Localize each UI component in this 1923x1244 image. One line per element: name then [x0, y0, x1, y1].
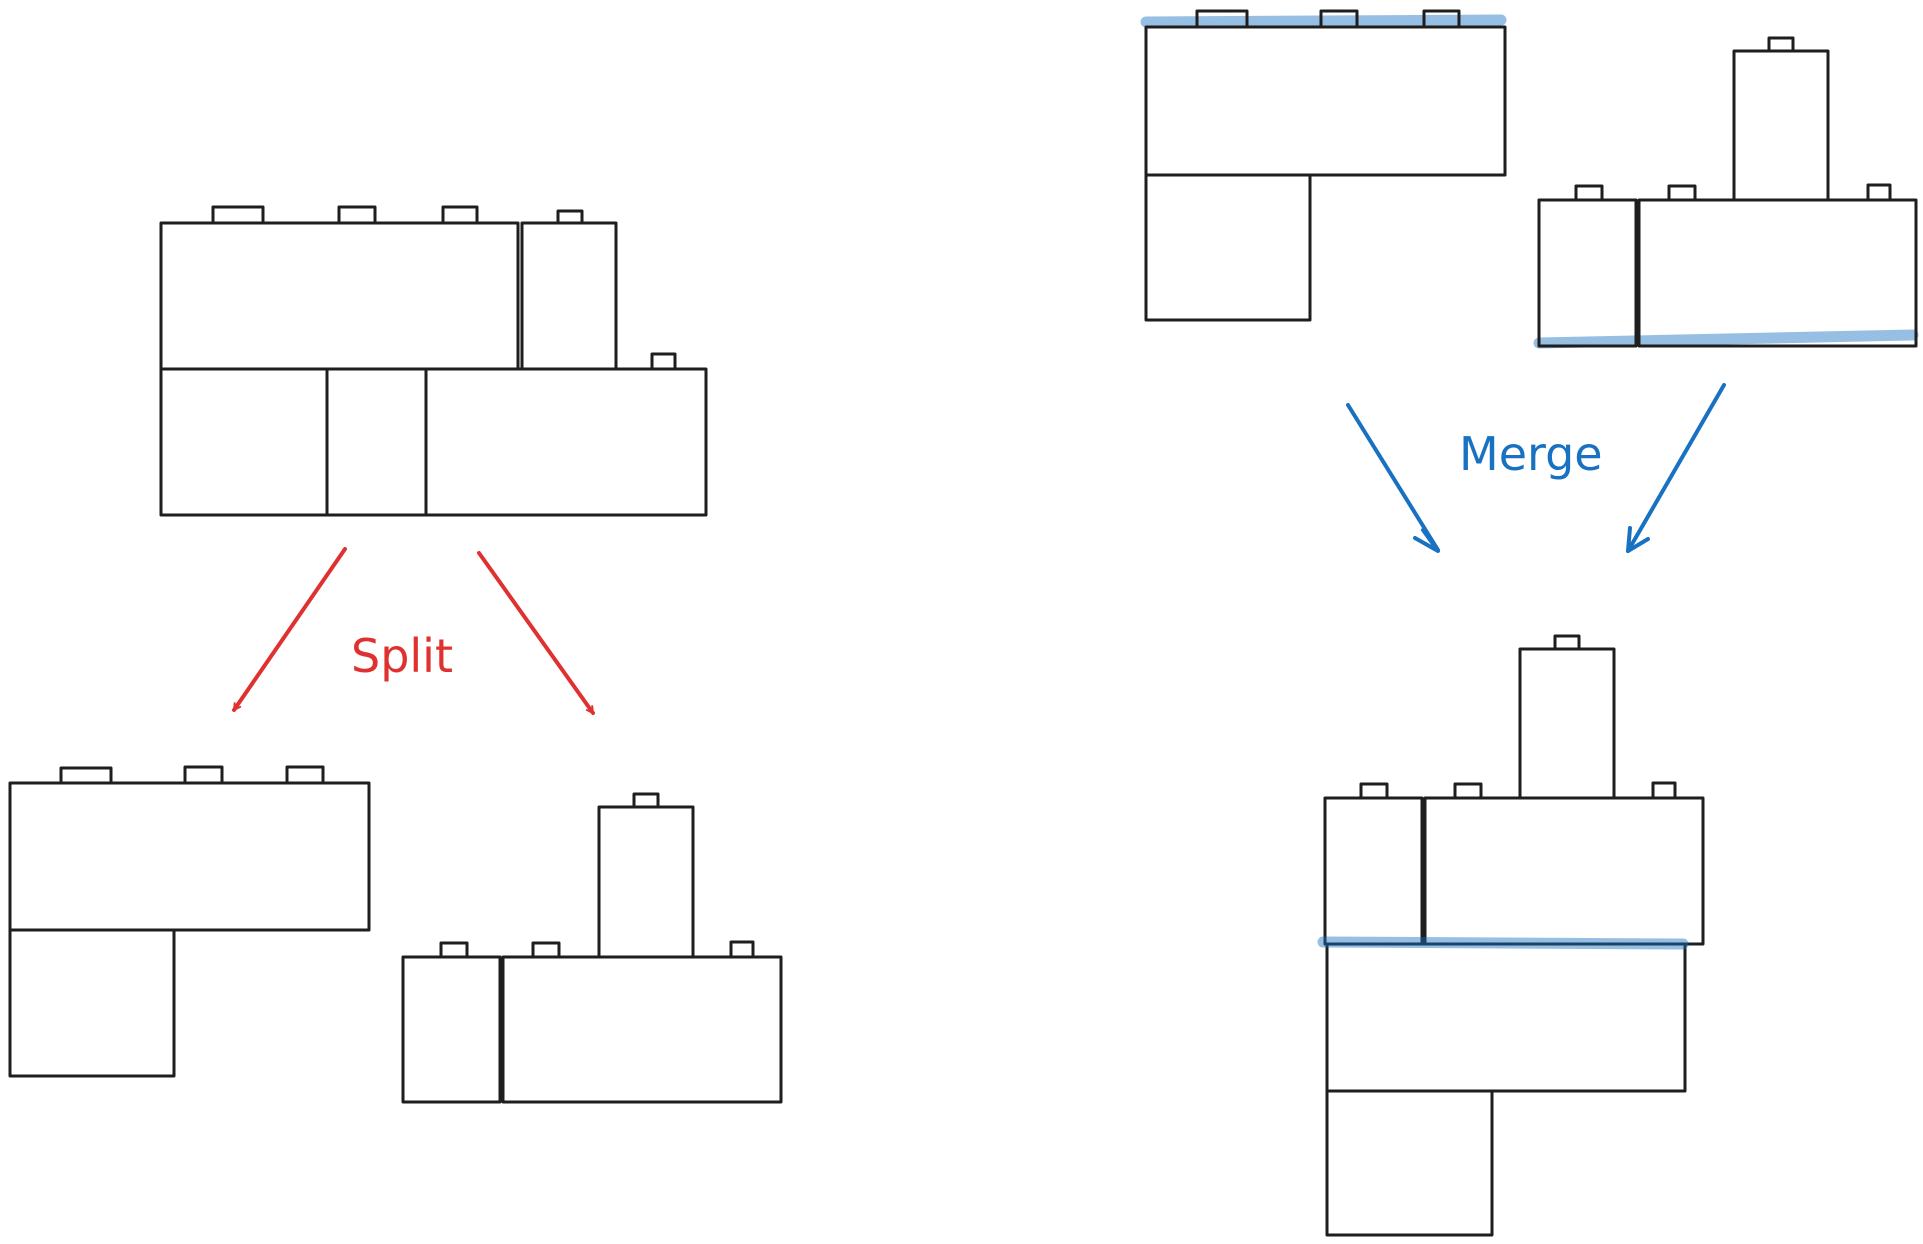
merge-source-left-piece	[1140, 9, 1507, 322]
block-tower	[597, 805, 695, 959]
stud	[632, 792, 660, 809]
merge-source-right-piece	[1533, 36, 1919, 349]
block-top-wide	[159, 221, 520, 371]
block-tower	[1518, 647, 1616, 800]
block-tower	[1732, 49, 1830, 202]
split-label: Split	[351, 629, 453, 683]
split-arrow-right	[477, 551, 595, 715]
merge-seam-highlight	[1317, 936, 1689, 950]
split-source-group	[159, 205, 708, 517]
stud	[1359, 782, 1389, 800]
block-square	[1325, 1089, 1494, 1237]
block-square	[1144, 173, 1312, 322]
merge-label: Merge	[1459, 427, 1603, 481]
block-wide	[8, 781, 371, 932]
stud	[650, 352, 677, 371]
stud	[1453, 782, 1483, 800]
block-bottom-middle	[325, 367, 428, 517]
stud	[1422, 9, 1461, 29]
block-square	[8, 928, 176, 1078]
merge-arrow-right	[1626, 383, 1726, 553]
block-small-left	[1323, 796, 1424, 946]
split-result-top-piece	[8, 765, 371, 1078]
stud	[1667, 184, 1697, 202]
stud	[729, 940, 755, 959]
stud	[1866, 183, 1892, 202]
stud	[1319, 9, 1359, 29]
block-wide	[1325, 942, 1687, 1093]
block-wide-right	[501, 955, 783, 1104]
block-small-left	[1537, 198, 1638, 348]
stud	[439, 941, 469, 959]
stud	[531, 941, 561, 959]
stud	[1651, 781, 1677, 800]
block-wide-right	[1423, 796, 1705, 946]
block-bottom-right	[424, 367, 708, 517]
split-arrow-left	[232, 547, 347, 712]
stud	[211, 205, 265, 225]
merge-highlight-bottom	[1533, 329, 1919, 349]
stud	[556, 209, 584, 225]
stud	[1767, 36, 1795, 53]
block-wide	[1144, 25, 1507, 177]
stud	[441, 205, 479, 225]
stud	[285, 765, 325, 785]
block-top-small	[520, 221, 618, 371]
merge-result	[1317, 634, 1705, 1237]
stud	[1195, 9, 1249, 29]
block-wide-right	[1637, 198, 1918, 348]
split-result-right-piece	[401, 792, 783, 1104]
block-bottom-left	[159, 367, 329, 517]
block-small-left	[401, 955, 502, 1104]
stud	[337, 205, 377, 225]
stud	[183, 765, 224, 785]
stud	[1574, 184, 1604, 202]
merge-highlight-top	[1140, 14, 1507, 28]
stud	[1553, 634, 1581, 651]
stud	[59, 766, 113, 785]
merge-arrow-left	[1346, 403, 1440, 553]
